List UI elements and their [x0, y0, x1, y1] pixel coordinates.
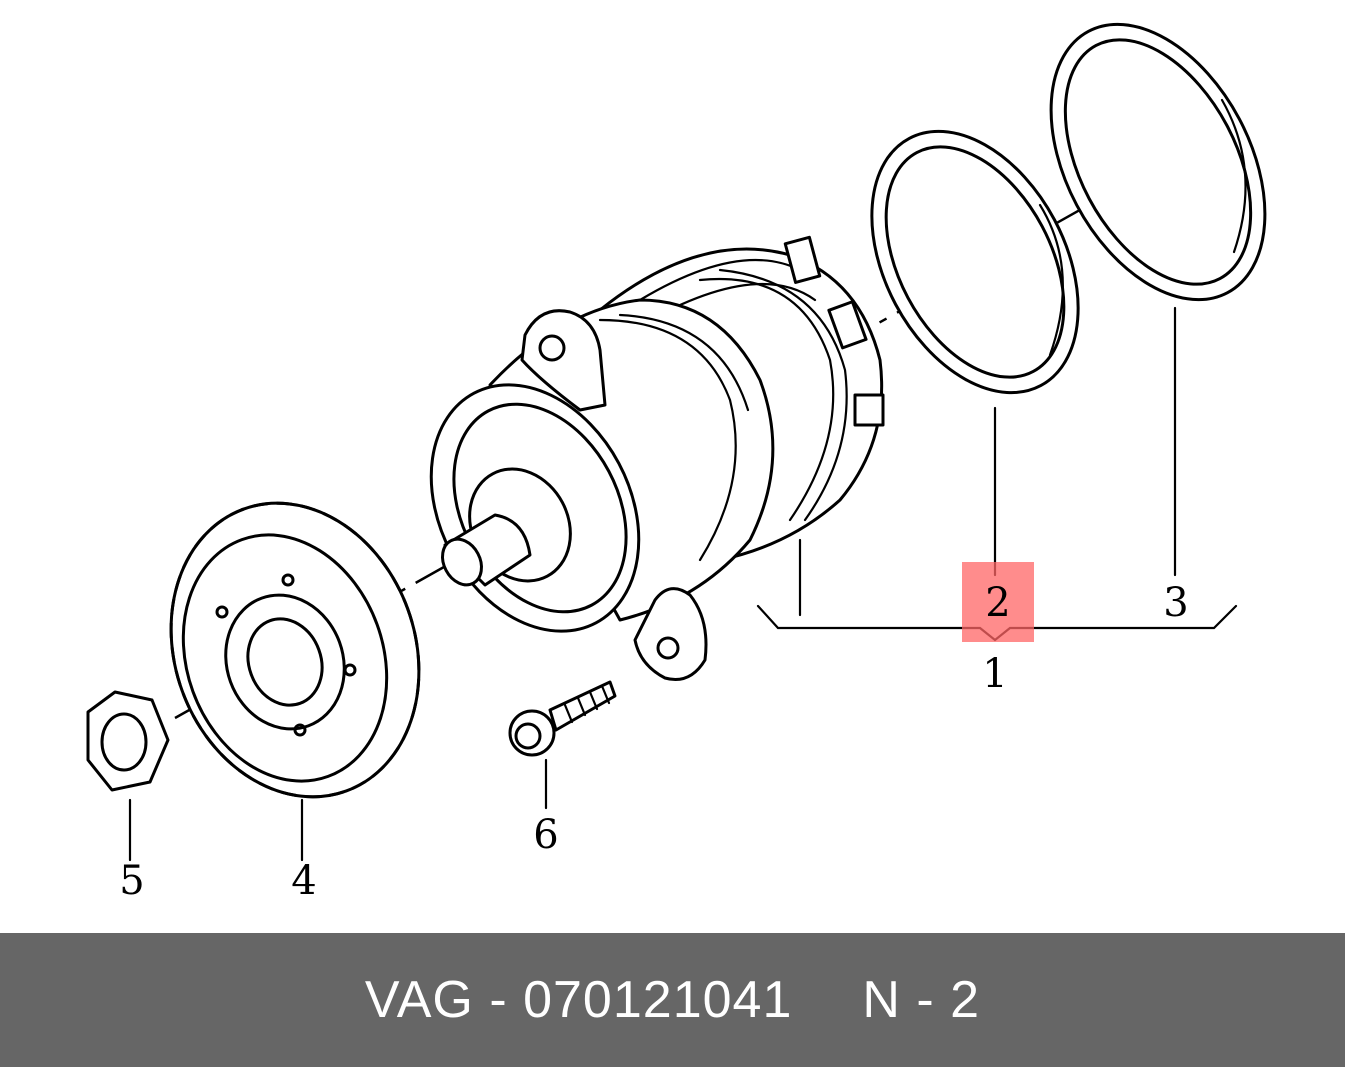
label-2: 2 [985, 580, 1010, 626]
o-ring[interactable] [830, 96, 1120, 428]
mounting-bolt[interactable] [508, 680, 617, 757]
label-4: 4 [291, 858, 316, 904]
drive-gear[interactable] [131, 468, 459, 832]
part-reference-bar: VAG - 070121041 N - 2 [0, 933, 1345, 1067]
hex-nut[interactable] [86, 690, 170, 792]
seal-ring-large[interactable] [1007, 0, 1308, 336]
label-3: 3 [1163, 580, 1188, 626]
water-pump-body[interactable] [390, 235, 885, 681]
exploded-parts-diagram: 1 2 3 4 5 6 [86, 0, 1308, 904]
highlight-box [962, 562, 1034, 642]
label-1: 1 [982, 651, 1007, 697]
label-5: 5 [119, 858, 144, 904]
label-6: 6 [533, 812, 558, 858]
position-number: N - 2 [862, 971, 981, 1029]
part-number: VAG - 070121041 [364, 971, 793, 1029]
